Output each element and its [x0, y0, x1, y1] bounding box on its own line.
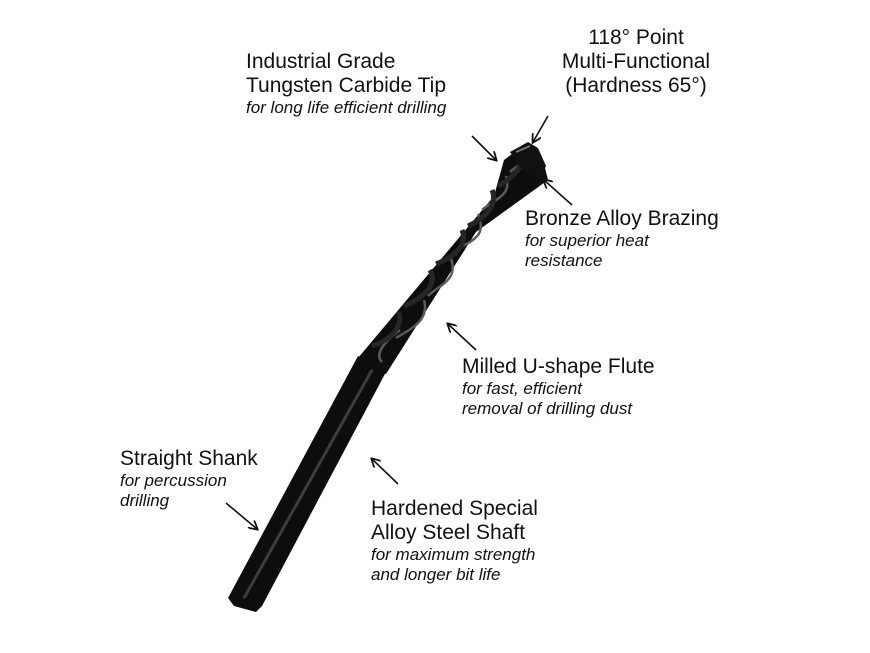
callout-title: Industrial Grade Tungsten Carbide Tip [246, 50, 447, 98]
callout-bronze-brazing: Bronze Alloy Brazing for superior heat r… [525, 207, 719, 270]
tip-edge [515, 145, 531, 153]
arrow-flute [448, 324, 477, 351]
callout-description: for maximum strength and longer bit life [371, 545, 536, 584]
shank-highlight [242, 369, 374, 599]
callout-118-point: 118° Point Multi-Functional (Hardness 65… [548, 26, 724, 98]
callout-description: for percussion drilling [120, 471, 227, 510]
callout-description: for superior heat resistance [525, 231, 649, 270]
arrow-shank [225, 502, 257, 529]
arrow-shaft [372, 459, 399, 485]
callout-alloy-steel-shaft: Hardened Special Alloy Steel Shaft for m… [371, 497, 538, 584]
callout-description: for long life efficient drilling [246, 98, 447, 118]
callout-title: Straight Shank [120, 447, 258, 470]
arrow-point [533, 115, 549, 142]
callout-tungsten-carbide-tip: Industrial Grade Tungsten Carbide Tip fo… [246, 50, 446, 118]
callout-title: Hardened Special Alloy Steel Shaft [371, 497, 538, 545]
callout-u-shape-flute: Milled U-shape Flute for fast, efficient… [462, 355, 655, 418]
arrow-tip [471, 135, 496, 160]
callout-description: for fast, efficient removal of drilling … [462, 379, 633, 418]
callout-title: 118° Point Multi-Functional (Hardness 65… [561, 26, 711, 98]
callout-title: Milled U-shape Flute [462, 355, 655, 378]
arrow-brazing [544, 180, 573, 206]
callout-straight-shank: Straight Shank for percussion drilling [120, 447, 258, 510]
callout-title: Bronze Alloy Brazing [525, 207, 719, 230]
